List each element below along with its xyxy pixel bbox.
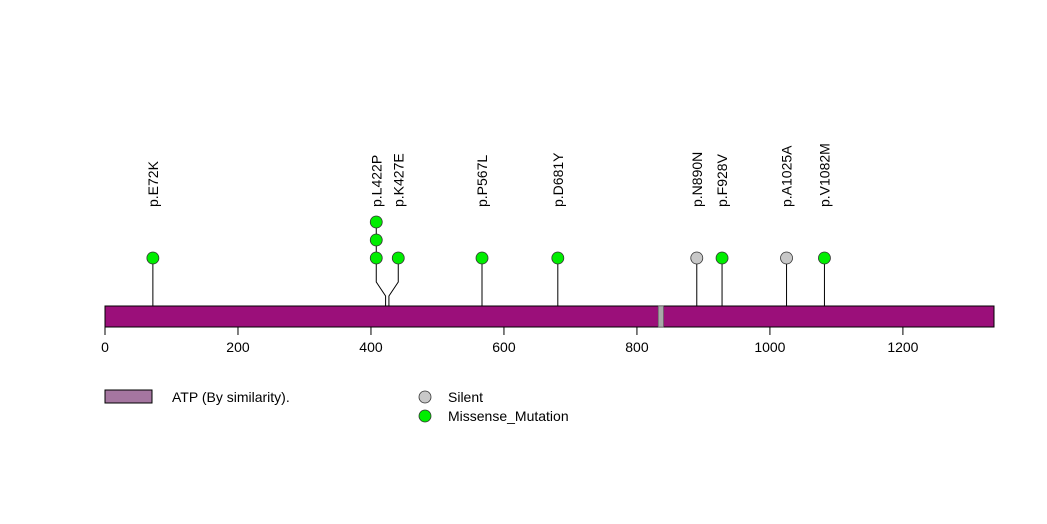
protein-track bbox=[104, 305, 995, 328]
mutation-label: p.V1082M bbox=[816, 143, 832, 207]
mutation-marker bbox=[690, 251, 704, 265]
x-tick-label: 800 bbox=[625, 339, 649, 355]
mutation-marker bbox=[369, 215, 383, 229]
mutation-labels: p.E72K p.L422P p.K427E p.P567L p.D681Y p.N890… bbox=[145, 143, 833, 207]
mutation-marker bbox=[369, 233, 383, 247]
legend-type-label: Missense_Mutation bbox=[448, 408, 569, 424]
mutation-label: p.F928V bbox=[714, 153, 730, 207]
mutation-marker bbox=[391, 251, 405, 265]
mutation-label: p.E72K bbox=[145, 160, 161, 207]
x-tick-label: 0 bbox=[101, 339, 109, 355]
x-tick-label: 1000 bbox=[754, 339, 785, 355]
mutation-label: p.K427E bbox=[390, 153, 406, 207]
x-tick-label: 400 bbox=[359, 339, 383, 355]
mutation-marker bbox=[146, 251, 160, 265]
mutation-label: p.N890N bbox=[689, 152, 705, 207]
legend-type-label: Silent bbox=[448, 389, 483, 405]
mutation-marker bbox=[551, 251, 565, 265]
domain-block bbox=[657, 305, 664, 328]
legend-marker bbox=[418, 390, 432, 404]
mutation-marker bbox=[818, 251, 831, 265]
x-tick-label: 200 bbox=[226, 339, 250, 355]
x-tick-label: 1200 bbox=[887, 339, 918, 355]
mutation-label: p.D681Y bbox=[550, 152, 566, 207]
mutation-markers bbox=[146, 215, 831, 265]
legend-domain-swatch bbox=[104, 389, 153, 404]
mutation-label: p.P567L bbox=[474, 155, 490, 207]
legend: ATP (By similarity). SilentMissense_Mutat… bbox=[104, 389, 569, 424]
mutation-marker bbox=[475, 251, 489, 265]
x-tick-label: 600 bbox=[492, 339, 516, 355]
mutation-marker bbox=[780, 251, 793, 265]
mutation-marker bbox=[369, 251, 383, 265]
x-axis: 0 200 400 600 800 1000 1200 bbox=[101, 326, 919, 355]
mutation-label: p.A1025A bbox=[779, 145, 795, 207]
protein-bar bbox=[104, 305, 995, 328]
mutation-marker bbox=[715, 251, 729, 265]
legend-domain-label: ATP (By similarity). bbox=[172, 389, 290, 405]
mutation-label: p.L422P bbox=[368, 155, 384, 207]
legend-marker bbox=[418, 409, 432, 423]
